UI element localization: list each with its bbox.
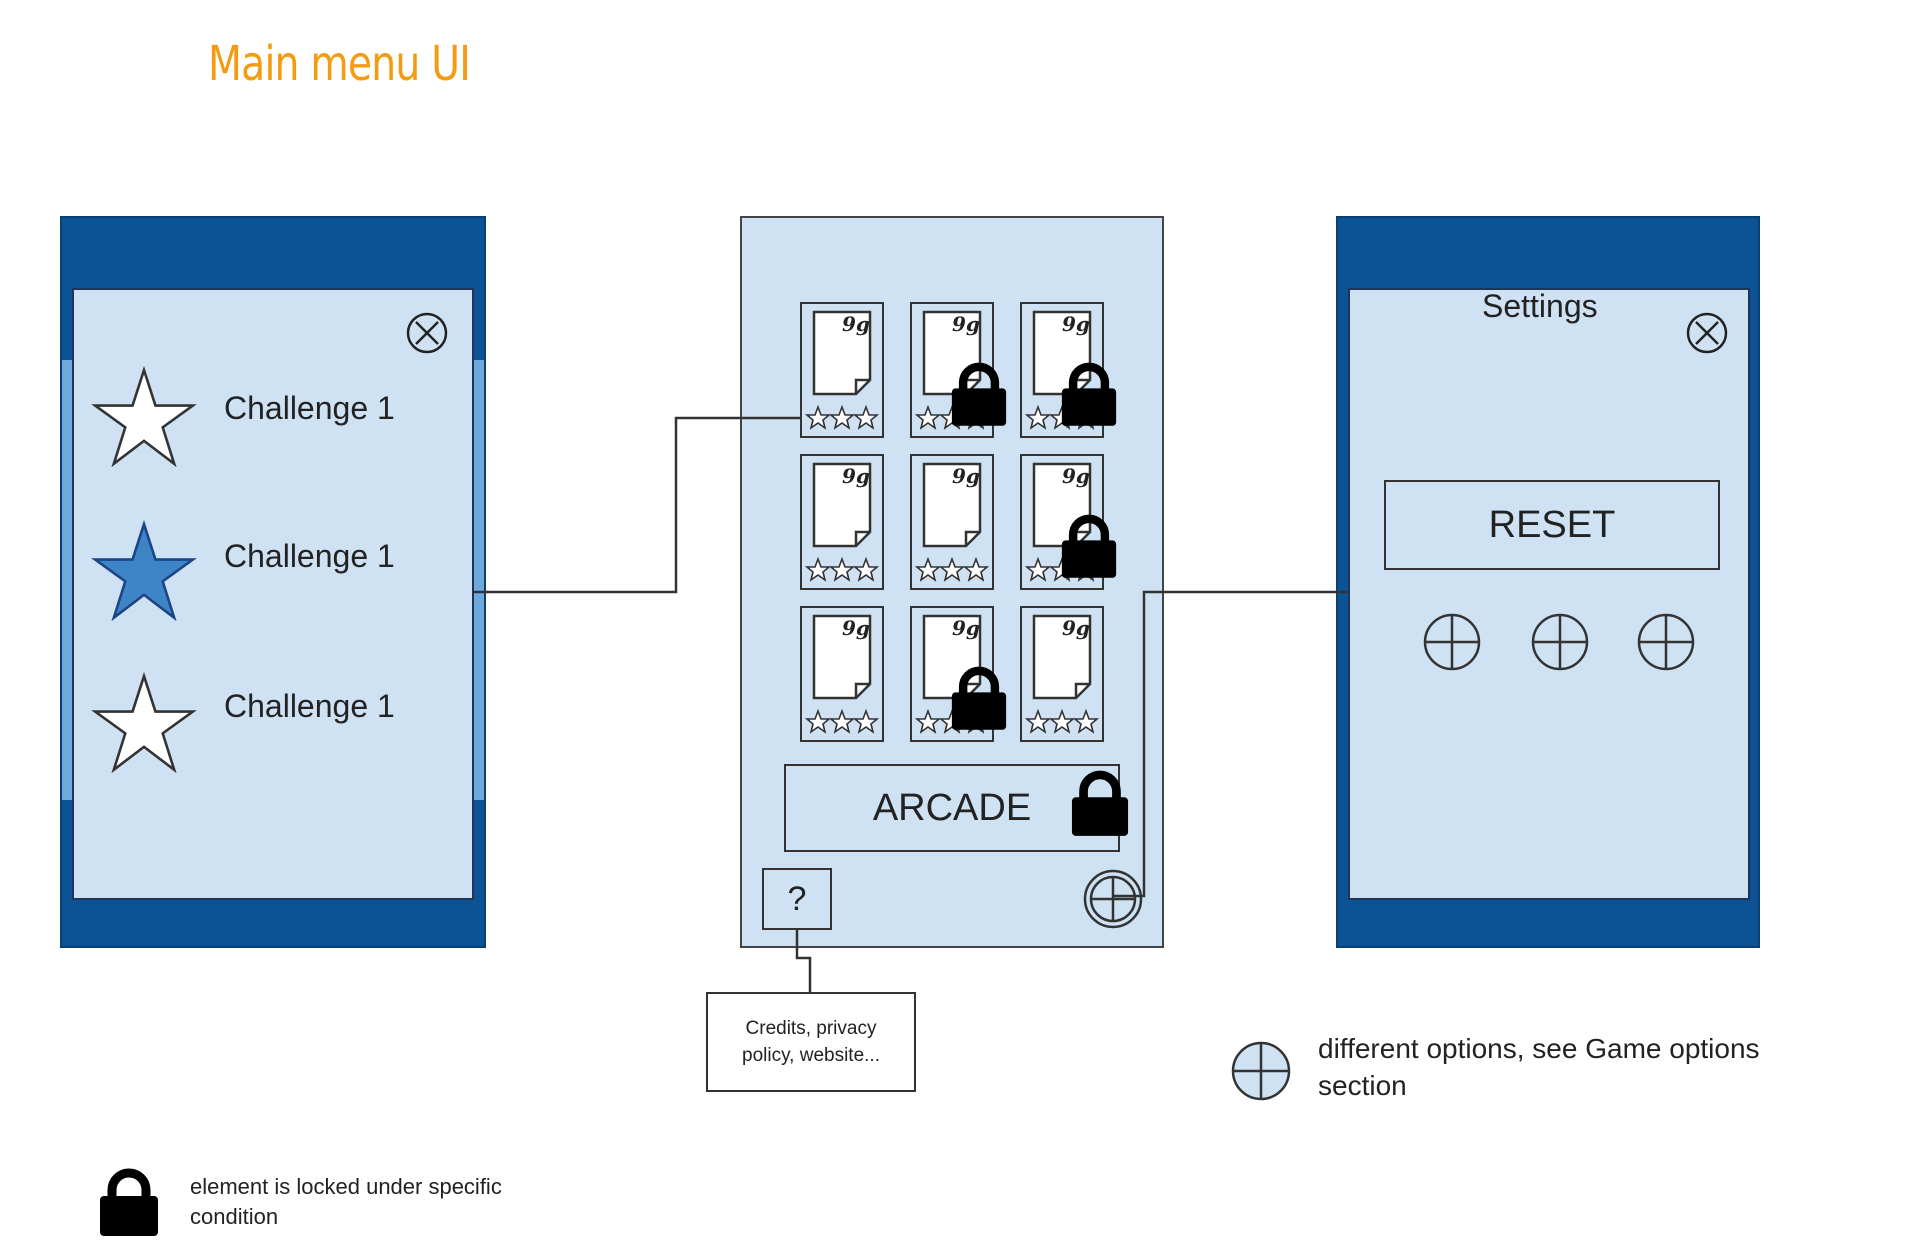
level-label: 9g	[952, 312, 980, 336]
level-document-icon	[812, 614, 872, 700]
level-stars-icon	[804, 708, 880, 734]
credits-note: Credits, privacy policy, website...	[706, 992, 916, 1092]
page-title: Main menu UI	[208, 36, 471, 92]
help-button[interactable]: ?	[762, 868, 832, 930]
level-stars-icon	[914, 556, 990, 582]
settings-title: Settings	[1482, 288, 1598, 324]
settings-dialog	[1348, 288, 1750, 900]
level-stars-icon	[1024, 708, 1100, 734]
level-label: 9g	[1062, 312, 1090, 336]
challenge-item-label[interactable]: Challenge 1	[224, 538, 395, 574]
options-legend-text: different options, see Game options sect…	[1318, 1033, 1760, 1101]
challenge-item-label[interactable]: Challenge 1	[224, 390, 395, 426]
options-icon[interactable]	[1530, 612, 1590, 672]
challenge-item-label[interactable]: Challenge 1	[224, 688, 395, 724]
options-icon[interactable]	[1422, 612, 1482, 672]
lock-icon	[951, 666, 1007, 730]
options-icon[interactable]	[1636, 612, 1696, 672]
lock-legend-icon	[100, 1168, 158, 1236]
challenges-side-tab	[62, 360, 74, 800]
reset-button[interactable]: RESET	[1384, 480, 1720, 570]
arcade-button[interactable]: ARCADE	[784, 764, 1120, 852]
empty-star-icon	[91, 365, 197, 468]
close-icon[interactable]	[1686, 312, 1728, 354]
level-document-icon	[812, 310, 872, 396]
level-document-icon	[1032, 614, 1092, 700]
options-icon[interactable]	[1082, 868, 1144, 930]
level-document-icon	[922, 462, 982, 548]
challenges-side-tab	[472, 360, 484, 800]
level-stars-icon	[804, 556, 880, 582]
level-label: 9g	[842, 312, 870, 336]
lock-legend-text: element is locked under specific conditi…	[190, 1174, 502, 1229]
level-label: 9g	[1062, 464, 1090, 488]
level-stars-icon	[804, 404, 880, 430]
empty-star-icon	[91, 671, 197, 774]
lock-icon	[1061, 514, 1117, 578]
level-label: 9g	[842, 464, 870, 488]
filled-star-icon	[91, 519, 197, 622]
options-legend-icon	[1231, 1041, 1291, 1101]
lock-icon	[1061, 362, 1117, 426]
lock-icon	[1071, 770, 1129, 836]
level-label: 9g	[952, 464, 980, 488]
level-label: 9g	[952, 616, 980, 640]
lock-icon	[951, 362, 1007, 426]
level-label: 9g	[1062, 616, 1090, 640]
level-label: 9g	[842, 616, 870, 640]
close-icon[interactable]	[406, 312, 448, 354]
level-document-icon	[812, 462, 872, 548]
